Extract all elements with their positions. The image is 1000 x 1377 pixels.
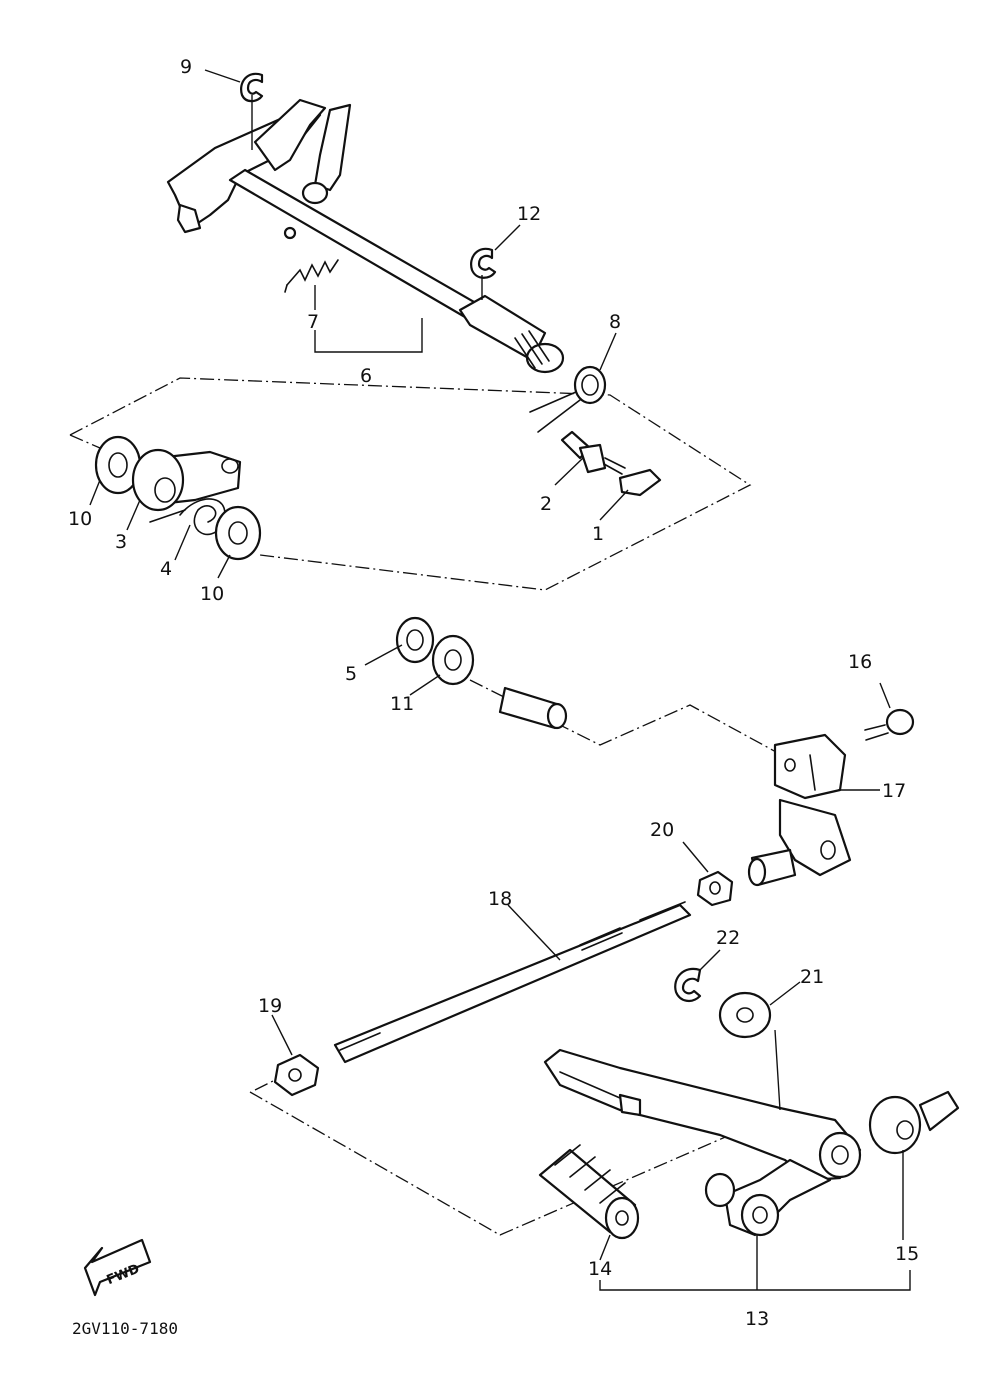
- washer: [718, 991, 772, 1039]
- circlip: [674, 967, 702, 1002]
- torsion-spring: [529, 365, 607, 433]
- callout-7: 7: [307, 311, 319, 333]
- callout-11: 11: [390, 693, 414, 715]
- shift-rod: [333, 901, 692, 1064]
- return-spring: [283, 226, 339, 293]
- callout-21: 21: [800, 966, 824, 988]
- callout-13: 13: [745, 1308, 769, 1330]
- foot-rubber: [538, 1144, 640, 1240]
- callout-16: 16: [848, 651, 872, 673]
- callout-14: 14: [588, 1258, 612, 1280]
- collar-plate: [618, 468, 662, 497]
- bolt: [864, 708, 915, 741]
- circlip: [240, 72, 264, 103]
- shift-arm: [747, 733, 852, 887]
- callout-22: 22: [716, 927, 740, 949]
- circlip: [470, 247, 497, 279]
- washer: [431, 634, 475, 686]
- collar: [498, 686, 568, 730]
- callout-19: 19: [258, 995, 282, 1017]
- rod-end: [868, 1090, 960, 1155]
- callout-8: 8: [609, 311, 621, 333]
- stopper-bolt: [560, 430, 626, 475]
- callout-17: 17: [882, 780, 906, 802]
- shift-arm-group: [94, 435, 262, 561]
- callout-20: 20: [650, 819, 674, 841]
- callout-2: 2: [540, 493, 552, 515]
- forward-arrow-icon: FWD: [83, 1238, 152, 1297]
- diagram-code: 2GV110-7180: [72, 1319, 178, 1338]
- callout-5: 5: [345, 663, 357, 685]
- shift-shaft: [166, 98, 565, 374]
- nut: [273, 1053, 320, 1097]
- callout-labels: 9 12 7 6 8 2 1 10 3 4 10 5 11 16 17 20 1…: [68, 56, 919, 1330]
- callout-1: 1: [592, 523, 604, 545]
- callout-10-right: 10: [200, 583, 224, 605]
- oil-seal: [395, 616, 435, 664]
- callout-12: 12: [517, 203, 541, 225]
- callout-18: 18: [488, 888, 512, 910]
- shift-pedal: [543, 1048, 862, 1237]
- callout-4: 4: [160, 558, 172, 580]
- leader-lines: [89, 69, 911, 1291]
- callout-3: 3: [115, 531, 127, 553]
- callout-15: 15: [895, 1243, 919, 1265]
- callout-10-left: 10: [68, 508, 92, 530]
- nut: [696, 870, 734, 907]
- callout-9: 9: [180, 56, 192, 78]
- callout-6: 6: [360, 365, 372, 387]
